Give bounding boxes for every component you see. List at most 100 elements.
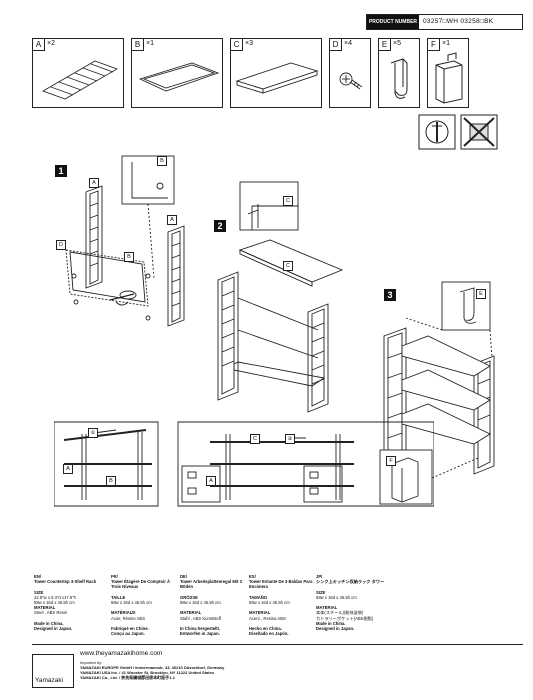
size-value: 58w x 16d x 45.5h cm bbox=[249, 600, 290, 606]
made-in: Made in China. bbox=[34, 620, 64, 626]
part-qty: ×1 bbox=[442, 40, 450, 47]
part-c: C ×3 bbox=[230, 38, 322, 108]
importer-info: Imported by: YAMAZAKI EUROPE GmbH / Imme… bbox=[80, 660, 224, 680]
size-heading: SIZE bbox=[34, 589, 44, 595]
made-in: Made in China. bbox=[316, 620, 346, 626]
label-a: A bbox=[89, 178, 99, 188]
lang-de: DE/ Tower Arbeitsplattenregal Mit 3 Böde… bbox=[180, 574, 250, 636]
lang-code: ES/ bbox=[249, 574, 256, 579]
lang-fr: FR/ Tower Étagère De Comptoir À Trois Ni… bbox=[111, 574, 181, 636]
step-2-drawing bbox=[217, 181, 344, 413]
label-d: D bbox=[56, 240, 66, 250]
step-1-label: 1 bbox=[55, 165, 67, 177]
frame-icon bbox=[138, 62, 220, 92]
footer-divider bbox=[32, 644, 523, 645]
detail-panels bbox=[54, 421, 434, 507]
lang-code: EN/ bbox=[34, 574, 41, 579]
label-a: A bbox=[167, 215, 177, 225]
product-name: Tower Étagère De Comptoir À Trois Niveau… bbox=[111, 579, 171, 590]
designed-in: Entworfen in Japan. bbox=[180, 631, 220, 637]
logo-text: Yamazaki bbox=[35, 677, 64, 684]
designed-in: Conçu au Japon. bbox=[111, 631, 145, 637]
part-f: F ×1 bbox=[427, 38, 469, 108]
importer-eu: YAMAZAKI EUROPE GmbH / Immermannstr. 33,… bbox=[80, 665, 225, 670]
brand-logo: Yamazaki bbox=[32, 654, 74, 688]
made-in: In China hergestellt. bbox=[180, 626, 221, 632]
material-value: Acier, Résine ABS bbox=[111, 615, 145, 621]
made-in: Hecho en China. bbox=[249, 626, 282, 632]
part-letter: D bbox=[329, 38, 342, 51]
part-qty: ×1 bbox=[146, 40, 154, 47]
step-2-label: 2 bbox=[214, 220, 226, 232]
size-value-metric: 58w x 16d x 45.5h cm bbox=[34, 600, 75, 606]
designed-in: Diseñado en Japón. bbox=[249, 631, 289, 637]
label-num-2: ② bbox=[285, 434, 295, 444]
hook-icon bbox=[390, 58, 408, 99]
material-heading: MATERIAL bbox=[34, 605, 56, 611]
part-a: A ×2 bbox=[32, 38, 124, 108]
part-e: E ×5 bbox=[378, 38, 420, 108]
part-b: B ×1 bbox=[131, 38, 223, 108]
lang-es: ES/ Tower Estante De 3 Baldas Para Encim… bbox=[249, 574, 319, 636]
website-link[interactable]: www.theyamazakihome.com bbox=[80, 650, 163, 657]
part-letter: F bbox=[427, 38, 440, 51]
size-value: 58w x 16d x 45.5h cm bbox=[111, 600, 152, 606]
size-heading: TAILLE bbox=[111, 594, 126, 600]
size-value: 22.8"w x 6.3"d x17.9"h bbox=[34, 594, 76, 600]
material-value: 本体(スチール)(粉体塗装) bbox=[316, 610, 364, 616]
parts-list: A ×2 B ×1 C ×3 bbox=[32, 38, 521, 109]
product-number-value: 03257□WH 03258□BK bbox=[423, 18, 494, 25]
lang-jp: JP/ シンク上キッチン収納ラック タワー SIZE 58w x 16d x 4… bbox=[316, 574, 386, 631]
part-letter: A bbox=[32, 38, 45, 51]
designed-in: Designed in Japan. bbox=[34, 626, 73, 632]
designed-in: Designed in Japan. bbox=[316, 626, 355, 632]
size-value: 58w x 16d x 45.5h cm bbox=[316, 594, 357, 600]
size-heading: TAMAÑO bbox=[249, 594, 268, 600]
label-b: B bbox=[106, 476, 116, 486]
part-qty: ×3 bbox=[245, 40, 253, 47]
material-heading: MATERIAL bbox=[180, 610, 202, 616]
holder-icon bbox=[435, 52, 463, 104]
lang-code: JP/ bbox=[316, 574, 323, 579]
part-qty: ×5 bbox=[393, 40, 401, 47]
step-1-drawing bbox=[65, 155, 185, 327]
shelf-rack-icon bbox=[42, 60, 118, 100]
material-value-2: カトラリーポケット(ABS樹脂) bbox=[316, 615, 374, 621]
product-name: Tower Estante De 3 Baldas Para Encimera bbox=[249, 579, 313, 590]
label-num-1: ① bbox=[88, 428, 98, 438]
footer: Yamazaki www.theyamazakihome.com Importe… bbox=[32, 640, 523, 688]
imported-label: Imported by: bbox=[80, 660, 103, 665]
label-a: A bbox=[63, 464, 73, 474]
lang-en: EN/ Tower Countertop 3-Shelf Rack SIZE 2… bbox=[34, 574, 104, 631]
material-heading: MATÉRIAUX bbox=[111, 610, 136, 616]
part-d: D ×4 bbox=[329, 38, 371, 108]
product-number-box: PRODUCT NUMBER 03257□WH 03258□BK bbox=[366, 14, 523, 30]
product-name: Tower Countertop 3-Shelf Rack bbox=[34, 579, 97, 585]
part-qty: ×2 bbox=[47, 40, 55, 47]
step-3-drawing bbox=[379, 281, 495, 505]
part-qty: ×4 bbox=[344, 40, 352, 47]
part-letter: E bbox=[378, 38, 391, 51]
screw-icon bbox=[339, 72, 363, 90]
material-value: Steel , ABS Resin bbox=[34, 610, 68, 616]
label-c: C bbox=[283, 261, 293, 271]
product-name: Tower Arbeitsplattenregal Mit 3 Böden bbox=[180, 579, 242, 590]
shelf-board-icon bbox=[235, 62, 319, 94]
label-f: F bbox=[386, 456, 396, 466]
tools-icons bbox=[418, 114, 498, 150]
material-heading: MATERIAL bbox=[316, 605, 338, 611]
size-heading: SIZE bbox=[316, 589, 326, 595]
size-heading: GRÖSSE bbox=[180, 594, 198, 600]
label-c: C bbox=[283, 196, 293, 206]
label-c: C bbox=[250, 434, 260, 444]
label-e: E bbox=[476, 289, 486, 299]
lang-code: DE/ bbox=[180, 574, 187, 579]
part-letter: C bbox=[230, 38, 243, 51]
importer-jp: YAMAZAKI Co., Ltd. / 奈良県磯城郡田原本町阪手1-1 bbox=[80, 675, 175, 680]
material-value: Stahl , ABS Kunststoff bbox=[180, 615, 221, 621]
label-a: A bbox=[206, 476, 216, 486]
part-letter: B bbox=[131, 38, 144, 51]
step-3-label: 3 bbox=[384, 289, 396, 301]
size-value: 58w x 16d x 45.5h cm bbox=[180, 600, 221, 606]
lang-code: FR/ bbox=[111, 574, 118, 579]
